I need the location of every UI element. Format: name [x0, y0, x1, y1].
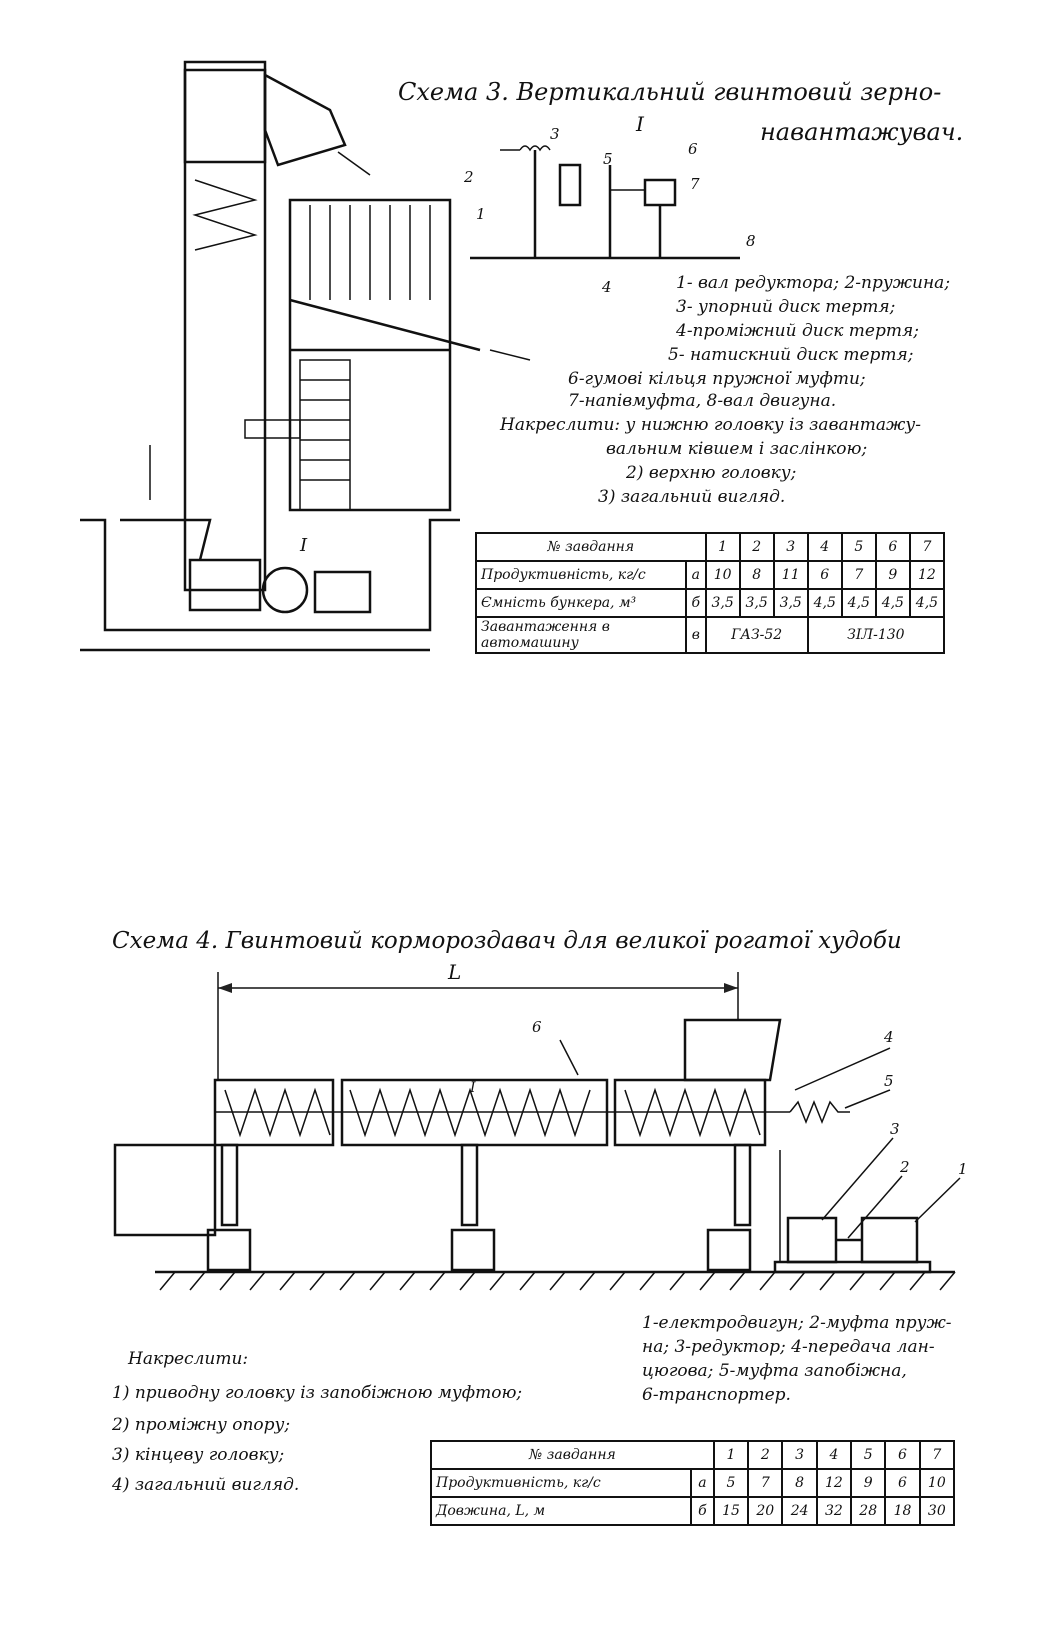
scheme4-legend-4: 6-транспортер. [642, 1385, 791, 1405]
dimension-l: L [448, 960, 462, 984]
table-header: № завдання [430, 1440, 715, 1470]
table-row: Завантаження в автомашину в ГАЗ-52 ЗІЛ-1… [475, 616, 946, 654]
scheme4-table: № завдання 1 2 3 4 5 6 7 Продуктивність,… [430, 1440, 956, 1526]
callout-1: 1 [476, 205, 486, 223]
scheme4-legend-3: цюгова; 5-муфта запобіжна, [642, 1361, 907, 1381]
col-7: 7 [908, 532, 946, 562]
table-header: № завдання [475, 532, 707, 562]
col-5: 5 [850, 1440, 887, 1470]
table-row: Довжина, L, м б 15 20 24 32 28 18 30 [430, 1496, 956, 1526]
callout-5: 5 [603, 150, 613, 168]
scheme3-task-2: вальним ківшем і заслінкою; [606, 439, 868, 459]
col-2: 2 [738, 532, 775, 562]
scheme4-task-4: 3) кінцеву головку; [112, 1445, 285, 1465]
callout-8: 8 [746, 232, 756, 250]
bunker [288, 198, 452, 512]
col-4: 4 [806, 532, 843, 562]
col-3: 3 [781, 1440, 818, 1470]
callout-6: 6 [688, 140, 698, 158]
col-4: 4 [815, 1440, 853, 1470]
scheme3-task-4: 3) загальний вигляд. [598, 487, 786, 507]
col-3: 3 [772, 532, 809, 562]
col-2: 2 [747, 1440, 784, 1470]
callout-7: 7 [690, 175, 700, 193]
detail-i-mark: I [300, 535, 308, 556]
callout-4: 4 [602, 278, 612, 296]
scheme3-legend-1: 1- вал редуктора; 2-пружина; [676, 273, 951, 293]
scheme4-task-5: 4) загальний вигляд. [112, 1475, 300, 1495]
callout-6: 6 [532, 1018, 542, 1036]
callout-3: 3 [550, 125, 560, 143]
scheme3-task-3: 2) верхню головку; [626, 463, 797, 483]
scheme4-task-3: 2) проміжну опору; [112, 1415, 291, 1435]
callout-2: 2 [900, 1158, 910, 1176]
table-row: Ємність бункера, м³ б 3,5 3,5 3,5 4,5 4,… [475, 588, 946, 618]
scheme3-legend-5: 6-гумові кільця пружної муфти; [568, 369, 866, 389]
table-row: Продуктивність, кг/с а 5 7 8 12 9 6 10 [430, 1468, 956, 1498]
callout-3: 3 [890, 1120, 900, 1138]
scheme3-table: № завдання 1 2 3 4 5 6 7 Продуктивність,… [475, 532, 946, 654]
scheme3-task-1: Накреслити: у нижню головку із завантажу… [500, 415, 921, 435]
detail-i-label: I [636, 112, 644, 136]
section-mark: I [470, 1080, 476, 1096]
discharge-spout [263, 72, 347, 167]
scheme3-title-line1: Схема 3. Вертикальний гвинтовий зерно- [398, 78, 942, 106]
col-1: 1 [704, 532, 741, 562]
scheme3-title-line2: навантажувач. [760, 118, 964, 146]
scheme3-legend-6: 7-напівмуфта, 8-вал двигуна. [568, 391, 837, 411]
col-6: 6 [874, 532, 911, 562]
scheme4-legend-1: 1-електродвигун; 2-муфта пруж- [642, 1313, 952, 1333]
col-5: 5 [840, 532, 877, 562]
scheme4-task-1: Накреслити: [128, 1349, 249, 1369]
screw-tube [183, 68, 267, 592]
callout-1: 1 [958, 1160, 968, 1178]
callout-5: 5 [884, 1072, 894, 1090]
scheme4-title: Схема 4. Гвинтовий кормороздавач для вел… [112, 928, 902, 954]
scheme3-legend-3: 4-проміжний диск тертя; [676, 321, 919, 341]
scheme4-legend-2: на; 3-редуктор; 4-передача лан- [642, 1337, 935, 1357]
callout-4: 4 [884, 1028, 894, 1046]
scheme3-legend-4: 5- натискний диск тертя; [668, 345, 914, 365]
col-6: 6 [884, 1440, 921, 1470]
scheme4-task-2: 1) приводну головку із запобіжною муфтою… [112, 1383, 523, 1403]
scheme3-legend-2: 3- упорний диск тертя; [676, 297, 896, 317]
col-1: 1 [712, 1440, 750, 1470]
col-7: 7 [918, 1440, 956, 1470]
table-row: Продуктивність, кг/с а 10 8 11 6 7 9 12 [475, 560, 946, 590]
callout-2: 2 [464, 168, 474, 186]
